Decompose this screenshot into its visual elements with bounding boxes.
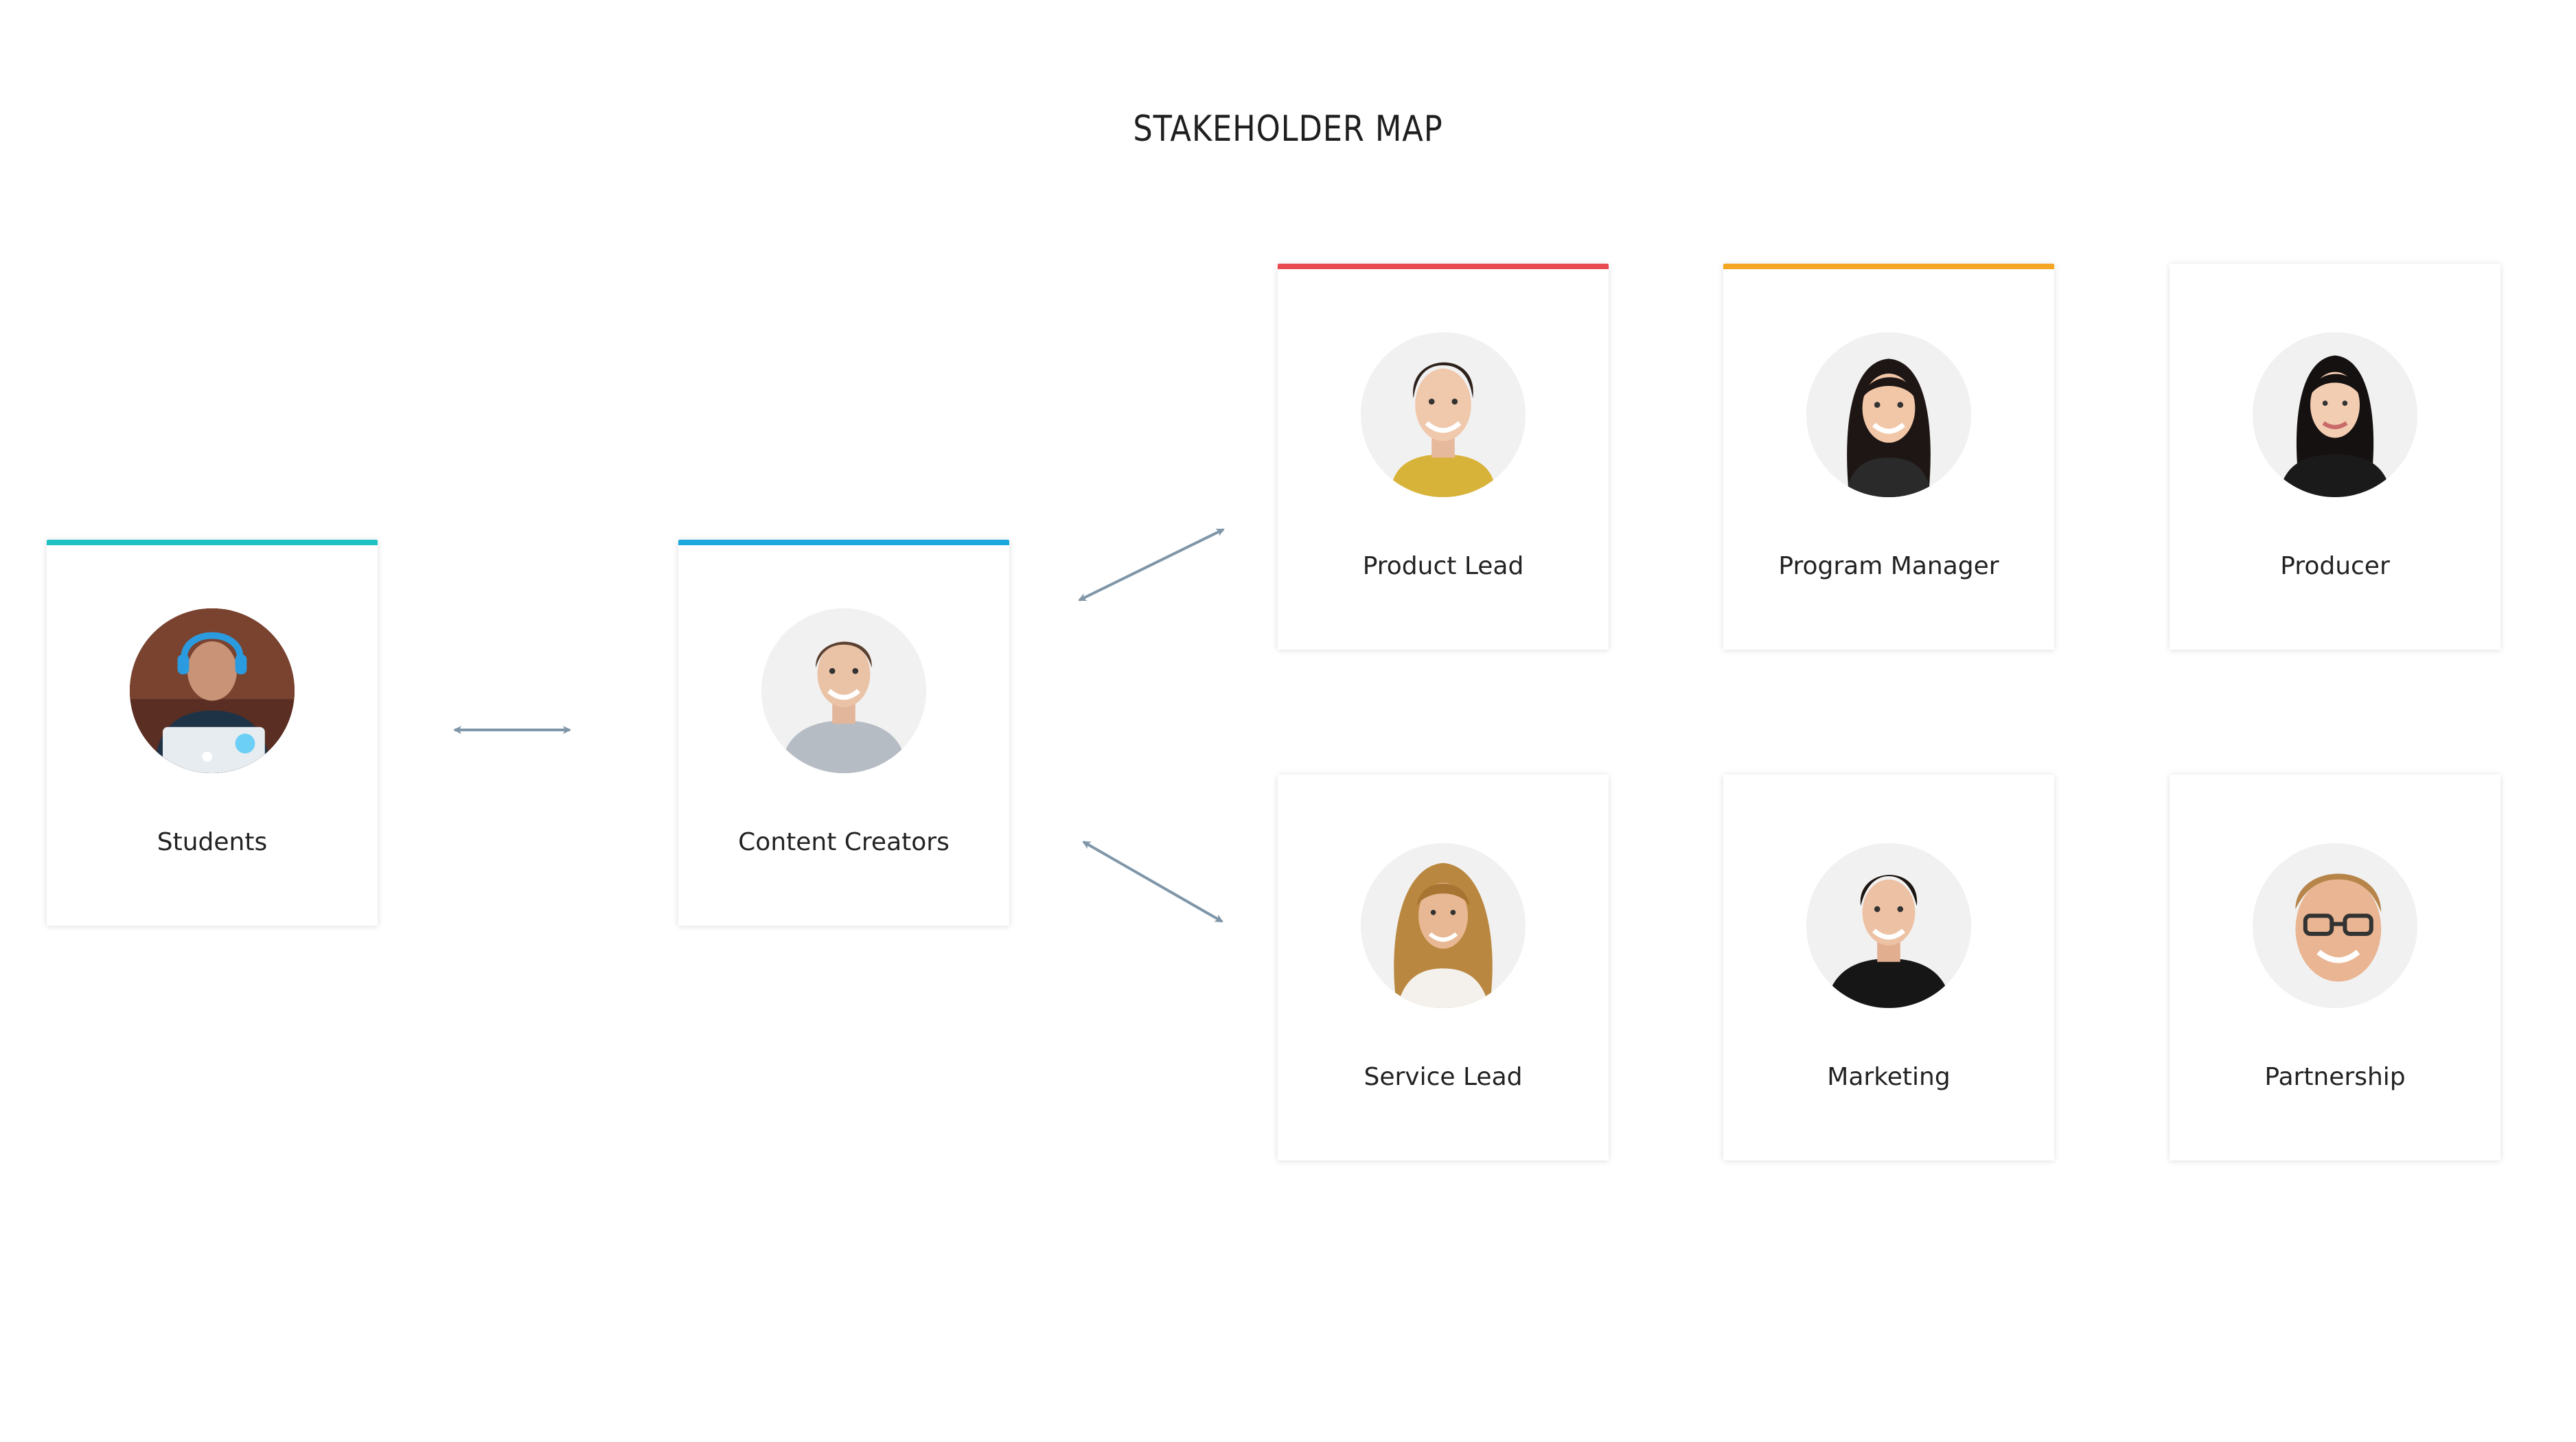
- card-label: Program Manager: [1778, 552, 1999, 580]
- arrow-creators-bottom: [1082, 840, 1223, 923]
- card-content-creators[interactable]: Content Creators: [678, 540, 1009, 926]
- card-service-lead[interactable]: Service Lead: [1278, 775, 1609, 1160]
- arrow-creators-top: [1078, 528, 1225, 602]
- program-manager-photo-icon: [1806, 332, 1971, 497]
- partnership-photo-icon: [2253, 843, 2417, 1008]
- marketing-photo-icon: [1806, 843, 1971, 1008]
- service-lead-photo-icon: [1361, 843, 1526, 1008]
- card-producer[interactable]: Producer: [2170, 264, 2500, 650]
- card-product-lead[interactable]: Product Lead: [1278, 264, 1609, 650]
- card-accent: [678, 540, 1009, 545]
- card-marketing[interactable]: Marketing: [1723, 775, 2054, 1160]
- card-accent: [1278, 264, 1609, 269]
- card-label: Students: [157, 828, 268, 856]
- card-label: Producer: [2280, 552, 2390, 580]
- card-label: Product Lead: [1362, 552, 1524, 580]
- card-label: Partnership: [2264, 1063, 2406, 1091]
- content-creator-photo-icon: [761, 608, 926, 773]
- product-lead-photo-icon: [1361, 332, 1526, 497]
- card-label: Content Creators: [738, 828, 950, 856]
- card-program-manager[interactable]: Program Manager: [1723, 264, 2054, 650]
- producer-photo-icon: [2253, 332, 2417, 497]
- page-title: STAKEHOLDER MAP: [1133, 108, 1443, 150]
- card-label: Service Lead: [1364, 1063, 1523, 1091]
- card-accent: [1723, 264, 2054, 269]
- student-photo-icon: [130, 608, 295, 773]
- card-partnership[interactable]: Partnership: [2170, 775, 2500, 1160]
- card-accent: [47, 540, 378, 545]
- card-label: Marketing: [1827, 1063, 1951, 1091]
- card-students[interactable]: Students: [47, 540, 378, 926]
